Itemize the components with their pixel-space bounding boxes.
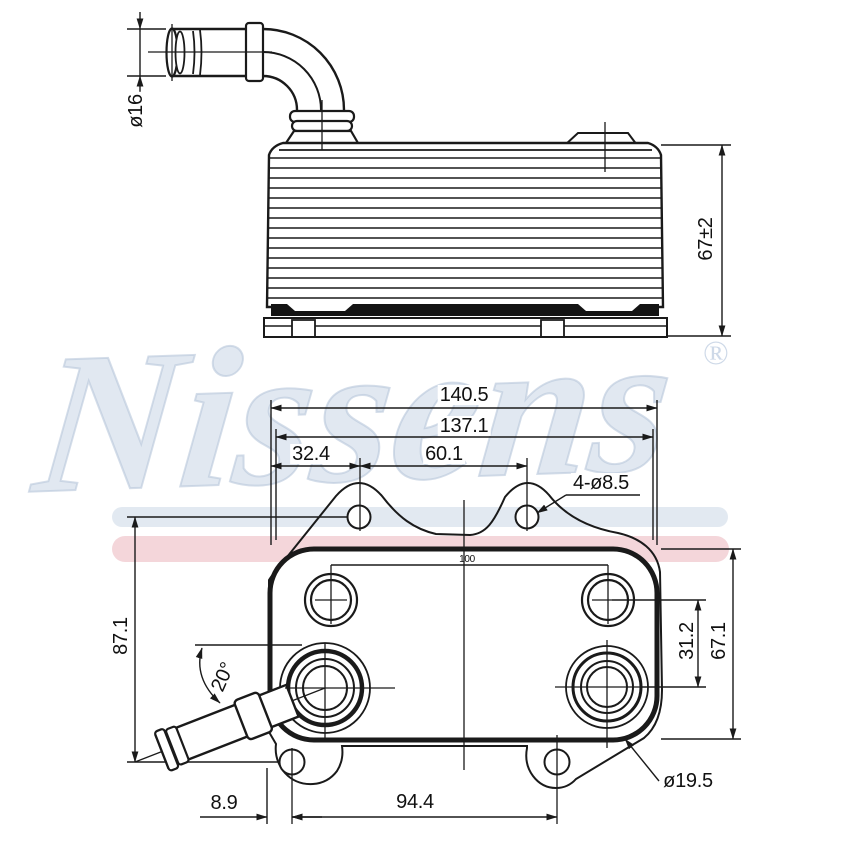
base-plate [263, 317, 668, 338]
mounting-hole-top-left [346, 504, 372, 530]
watermark-blue-band [112, 507, 728, 527]
dim-bottom-hole-spacing: 94.4 [394, 791, 436, 813]
outlet-pipe [154, 683, 301, 772]
bottom-view-dimension-lines [127, 400, 741, 824]
dim-mounting-holes: 4-ø8.5 [570, 472, 632, 494]
dim-port-diameter: ø19.5 [661, 770, 715, 792]
registered-trademark-icon: ® [703, 335, 729, 372]
bottom-view-centerlines [285, 458, 640, 824]
dim-lines-pipe-diameter [127, 12, 166, 93]
top-view-centerlines [148, 24, 606, 172]
cooling-fins [268, 157, 662, 299]
dim-bottom-edge-offset: 8.9 [208, 792, 240, 814]
dim-top-hole-spacing: 60.1 [423, 443, 465, 465]
dim-pipe-diameter: ø16 [125, 92, 147, 130]
dim-inner-width: 137.1 [437, 415, 491, 437]
dim-mounting-height: 87.1 [110, 615, 132, 657]
dim-overall-width: 140.5 [437, 384, 491, 406]
dim-hole-offset-left: 32.4 [290, 443, 332, 465]
dim-port-spacing: 100 [459, 554, 475, 565]
bottom-view-drawing [127, 400, 741, 824]
dim-stack-height: 67±2 [695, 215, 717, 263]
base-gasket-band [271, 304, 659, 316]
dim-lines-stack-height [661, 144, 731, 337]
outlet-pipe-collar [233, 691, 274, 741]
dim-flange-height: 67.1 [708, 620, 730, 662]
gasket-outline [268, 482, 664, 790]
inlet-elbow-pipe [165, 21, 359, 144]
plate-stack-body [263, 132, 668, 338]
dim-port-vertical-spacing: 31.2 [676, 620, 698, 662]
top-view-drawing [127, 12, 731, 338]
